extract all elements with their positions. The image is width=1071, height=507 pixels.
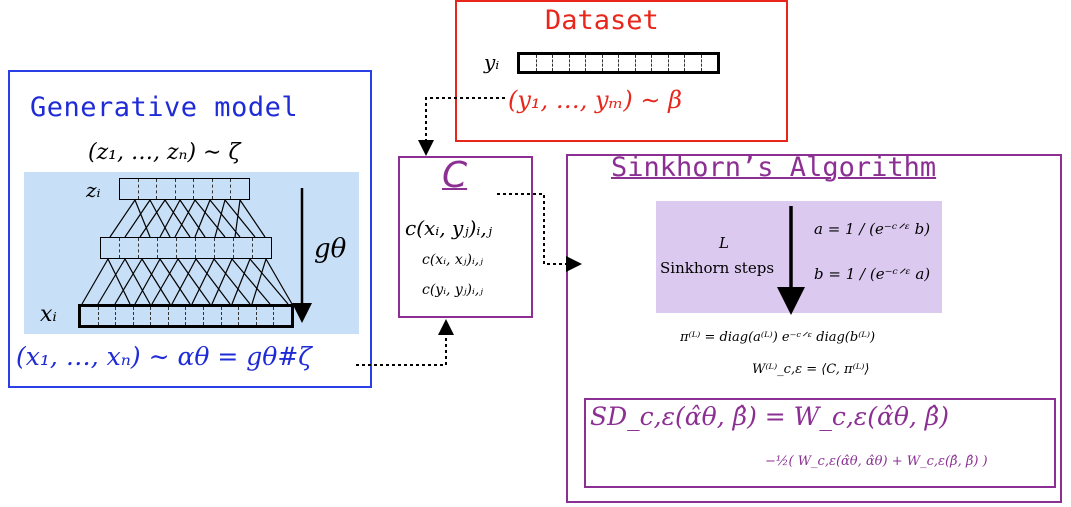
hidden-layer xyxy=(100,237,272,259)
cost-term-xy: c(xᵢ, yⱼ)ᵢ,ⱼ xyxy=(405,216,493,240)
network-connections-bottom xyxy=(81,258,293,305)
cost-to-sinkhorn-connector xyxy=(497,193,582,272)
sinkhorn-steps-count: L xyxy=(719,234,729,252)
cost-title: C xyxy=(442,155,468,196)
cost-term-xx: c(xᵢ, xⱼ)ᵢ,ⱼ xyxy=(422,252,483,268)
generative-to-cost-connector xyxy=(356,319,454,366)
dataset-title: Dataset xyxy=(545,5,659,36)
generative-model-box xyxy=(8,70,372,388)
sinkhorn-update-b: b = 1 / (e⁻ᶜᐟᵋ a) xyxy=(814,265,931,283)
dataset-to-cost-connector xyxy=(418,97,505,156)
cost-box xyxy=(398,156,533,318)
sinkhorn-divergence-main: SD_c,ε(α̂θ, β̂) = W_c,ε(α̂θ, β̂) xyxy=(590,402,950,431)
generator-map-label: gθ xyxy=(314,234,347,264)
network-connections-top xyxy=(109,199,266,238)
sinkhorn-divergence-box xyxy=(584,398,1056,488)
sinkhorn-divergence-correction: −½( W_c,ε(α̂θ, α̂θ) + W_c,ε(β̂, β̂) ) xyxy=(765,454,988,469)
dataset-sample-label: yᵢ xyxy=(484,50,500,74)
sinkhorn-steps-label: Sinkhorn steps xyxy=(660,259,775,277)
transport-plan: π⁽ᴸ⁾ = diag(a⁽ᴸ⁾) e⁻ᶜᐟᵋ diag(b⁽ᴸ⁾) xyxy=(680,330,876,345)
sinkhorn-box xyxy=(566,154,1062,503)
dataset-sample-row xyxy=(517,52,720,74)
generative-model-title: Generative model xyxy=(30,92,299,123)
dataset-box xyxy=(455,0,788,142)
output-label: xᵢ xyxy=(40,302,57,327)
dataset-distribution: (y₁, …, yₘ) ∼ β xyxy=(508,86,682,114)
latent-label: zᵢ xyxy=(86,178,101,202)
latent-distribution: (z₁, …, zₙ) ∼ ζ xyxy=(88,140,241,165)
latent-layer xyxy=(119,178,250,200)
generated-distribution: (x₁, …, xₙ) ∼ αθ = gθ#ζ xyxy=(16,342,312,371)
sinkhorn-update-a: a = 1 / (e⁻ᶜᐟᵋ b) xyxy=(814,220,931,238)
entropic-wasserstein: W⁽ᴸ⁾_c,ε = ⟨C, π⁽ᴸ⁾⟩ xyxy=(752,362,870,377)
sinkhorn-title: Sinkhorn’s Algorithm xyxy=(611,152,937,183)
cost-term-yy: c(yᵢ, yⱼ)ᵢ,ⱼ xyxy=(422,282,483,298)
